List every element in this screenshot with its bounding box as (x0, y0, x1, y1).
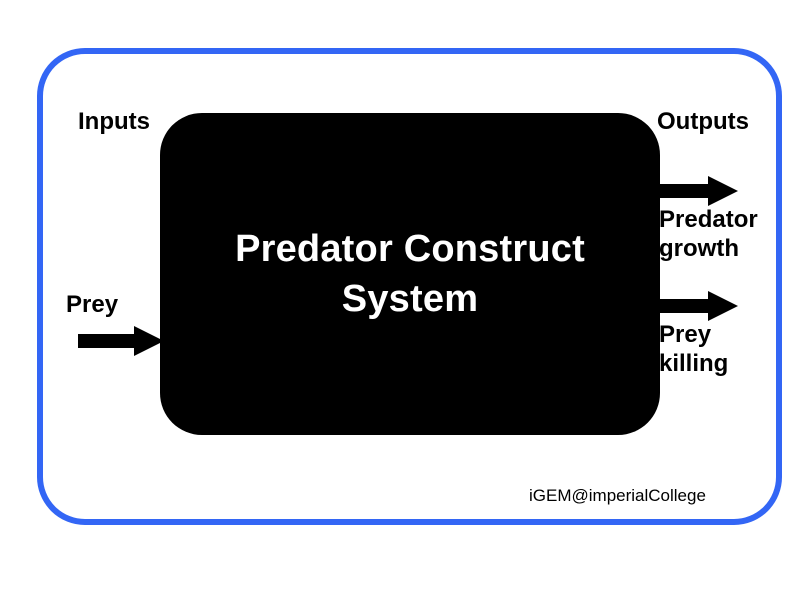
output-label-prey-killing: Prey killing (659, 321, 729, 378)
inputs-heading: Inputs (78, 108, 150, 135)
output-arrow-prey-killing-icon (654, 291, 738, 326)
output-label-predator-growth: Predator growth (659, 206, 758, 263)
system-block: Predator Construct System (160, 113, 660, 435)
system-block-title: Predator Construct System (235, 227, 585, 320)
input-arrow-prey-icon (78, 326, 164, 361)
credit-text: iGEM@imperialCollege (529, 486, 706, 505)
output-arrow-predator-growth-icon (654, 176, 738, 211)
input-label-prey: Prey (66, 291, 119, 318)
system-boundary-frame (37, 48, 782, 525)
outputs-heading: Outputs (657, 108, 749, 135)
